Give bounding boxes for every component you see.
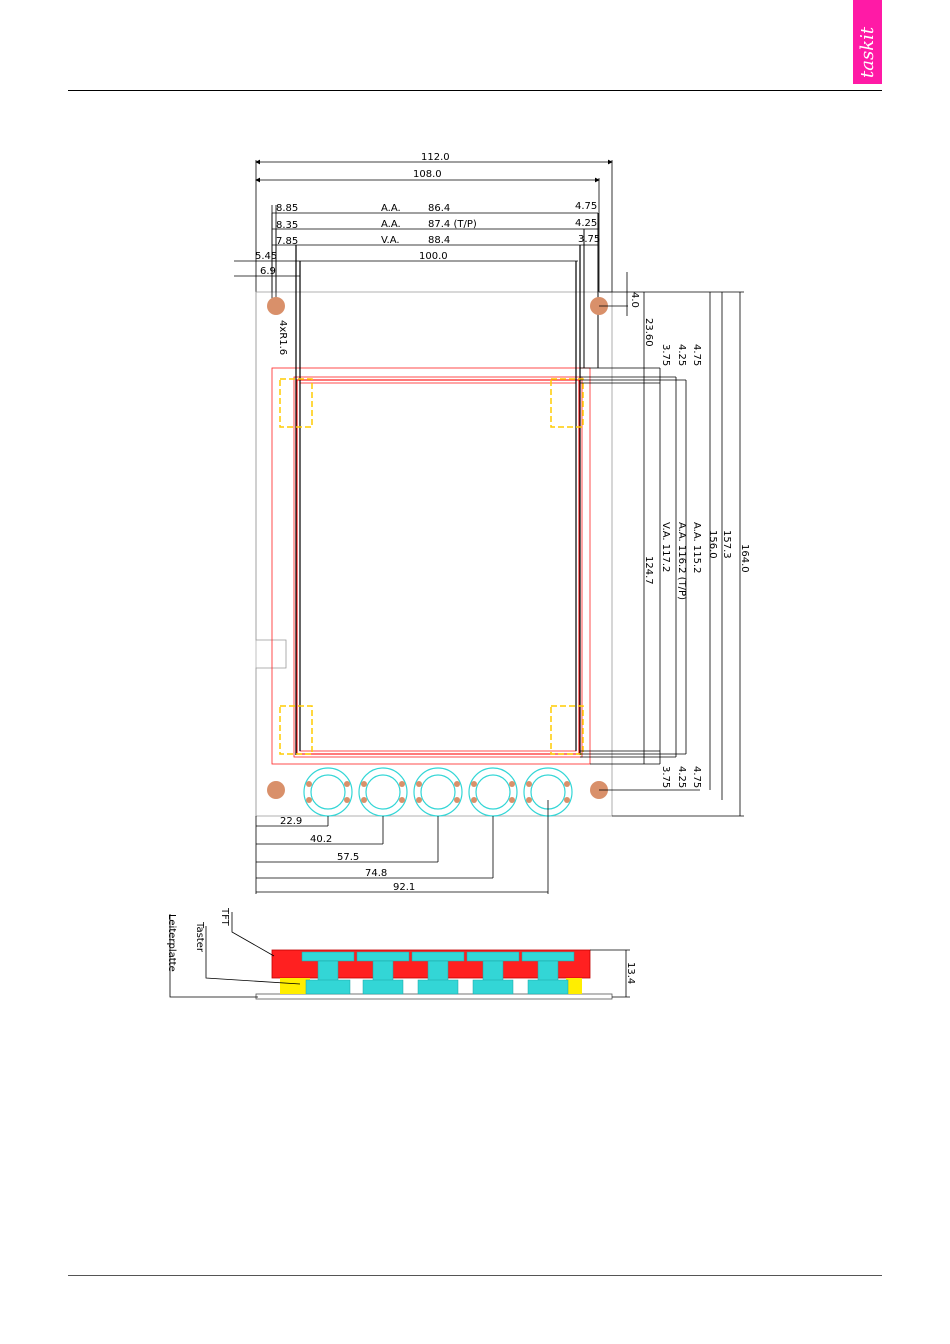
dim-overall-height: 164.0 <box>739 544 750 573</box>
dim-aatp-value: 87.4 (T/P) <box>428 219 477 230</box>
dim-va-right: 3.75 <box>578 234 600 245</box>
dim-aatp-right: 4.25 <box>575 218 597 229</box>
button-3 <box>414 768 462 816</box>
button-2 <box>359 768 407 816</box>
dim-button-4: 74.8 <box>365 868 387 879</box>
dim-overall-width: 112.0 <box>421 152 450 163</box>
dim-bottom-offset-3: 4.75 <box>691 766 702 788</box>
button-dimensions <box>256 800 548 894</box>
hole-note: 4xR1.6 <box>277 320 288 355</box>
mount-holes <box>267 297 608 799</box>
dim-aa-value: 86.4 <box>428 203 450 214</box>
section-label-board: Leiterplatte <box>166 914 177 972</box>
dim-aatp-label: A.A. <box>381 219 401 230</box>
dim-va-left: 7.85 <box>276 236 298 247</box>
dim-aatp-left: 8.35 <box>276 220 298 231</box>
dim-button-2: 40.2 <box>310 834 332 845</box>
dim-bottom-offset-2: 4.25 <box>676 766 687 788</box>
dim-board-offset: 6.9 <box>260 266 276 277</box>
yellow-markers <box>280 379 583 754</box>
dim-display-height: 124.7 <box>643 556 654 585</box>
mount-hole <box>267 781 285 799</box>
dim-aa-right: 4.75 <box>575 201 597 212</box>
tft-frame <box>272 213 598 764</box>
dim-hole-top: 4.0 <box>629 292 640 308</box>
board-outline <box>256 292 612 816</box>
dim-height-2: 157.3 <box>721 530 732 559</box>
dim-hole-offset: 5.45 <box>255 251 277 262</box>
button-1 <box>304 768 352 816</box>
dim-va-tp-height: A.A. 116.2 (T/P) <box>676 522 687 600</box>
dim-top-offset-2: 4.25 <box>676 344 687 366</box>
button-4 <box>469 768 517 816</box>
dim-button-3: 57.5 <box>337 852 359 863</box>
dim-top-offset-1: 3.75 <box>660 344 671 366</box>
dim-top-offset-3: 4.75 <box>691 344 702 366</box>
dim-va-label: V.A. <box>381 235 400 246</box>
dim-va-height: V.A. 117.2 <box>660 522 671 572</box>
dim-va-value: 88.4 <box>428 235 450 246</box>
dim-section-height: 13.4 <box>625 962 636 984</box>
dim-aa-height: A.A. 115.2 <box>691 522 702 574</box>
dim-button-5: 92.1 <box>393 882 415 893</box>
dim-aa-left: 8.85 <box>276 203 298 214</box>
section-yellow-right <box>566 978 582 994</box>
dim-glass-height: 156.0 <box>707 530 718 559</box>
section-label-taster: Taster <box>194 921 205 953</box>
dim-inner-width: 100.0 <box>419 251 448 262</box>
dim-aa-label: A.A. <box>381 203 401 214</box>
section-label-tft: TFT <box>219 907 230 927</box>
dim-bottom-offset-1: 3.75 <box>660 766 671 788</box>
buttons <box>304 768 572 816</box>
dim-top-margin: 23.60 <box>643 318 654 347</box>
section-board <box>256 994 612 999</box>
section-yellow-left <box>280 978 310 994</box>
mount-hole <box>267 297 285 315</box>
section-view: TFT Taster Leiterplatte 13.4 <box>166 907 636 999</box>
dim-glass-width: 108.0 <box>413 169 442 180</box>
dim-button-1: 22.9 <box>280 816 302 827</box>
